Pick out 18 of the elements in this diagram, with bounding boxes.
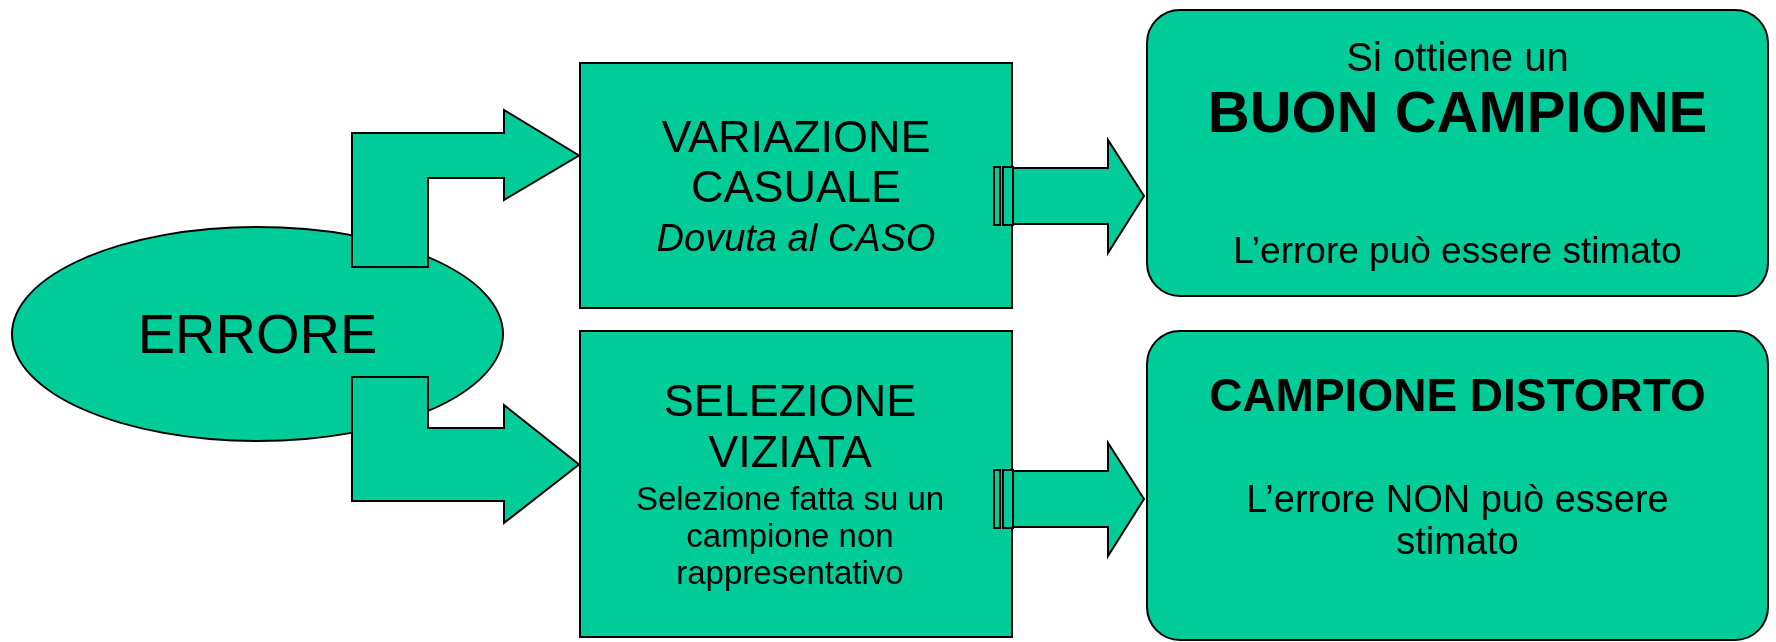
result-title: BUON CAMPIONE bbox=[1207, 79, 1708, 145]
process-box bbox=[579, 62, 1013, 309]
box-subtitle: Dovuta al CASO bbox=[656, 216, 936, 260]
block-arrow bbox=[351, 376, 581, 526]
result-box bbox=[1146, 9, 1769, 297]
result-note: L’errore NON può essere stimato bbox=[1245, 477, 1670, 563]
box-title: SELEZIONE VIZIATA bbox=[662, 376, 918, 477]
process-box bbox=[579, 330, 1013, 638]
result-title: CAMPIONE DISTORTO bbox=[1209, 370, 1706, 422]
block-arrow bbox=[351, 108, 581, 268]
result-note: L’errore può essere stimato bbox=[1233, 229, 1682, 271]
node-label: ERRORE bbox=[137, 302, 378, 366]
box-description: Selezione fatta su un campione non rappresentativo bbox=[634, 480, 946, 592]
result-intro: Si ottiene un bbox=[1346, 35, 1569, 80]
block-arrow bbox=[993, 439, 1146, 560]
block-arrow bbox=[993, 136, 1146, 257]
result-box bbox=[1146, 330, 1769, 641]
box-title: VARIAZIONE CASUALE bbox=[660, 111, 932, 213]
